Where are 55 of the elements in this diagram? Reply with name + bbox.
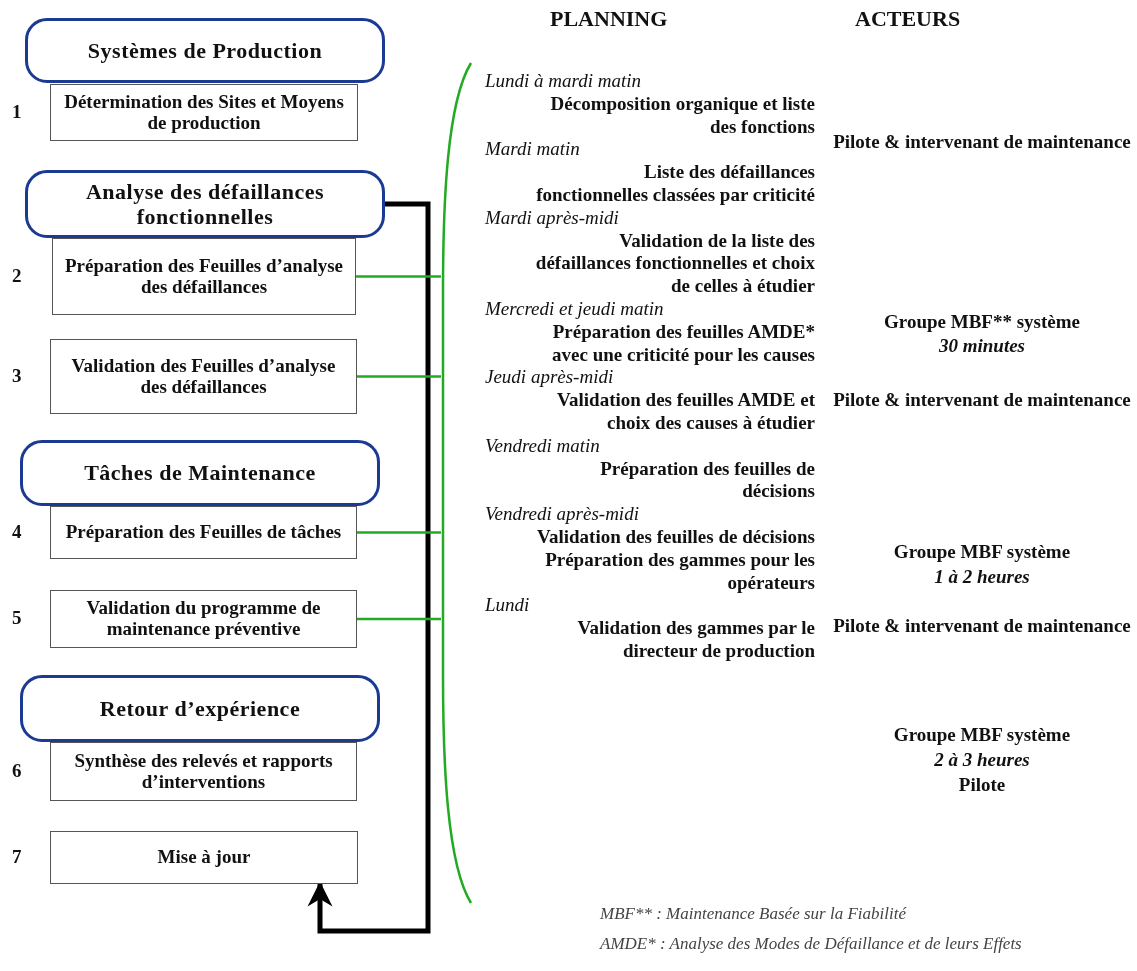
step-number: 3 [12,364,22,387]
step-number: 4 [12,520,22,543]
day-label: Vendredi après-midi [485,503,640,526]
step-number: 6 [12,759,22,782]
column-heading: PLANNING [550,6,668,32]
connector-line [357,375,441,378]
day-label: Jeudi après-midi [485,366,615,390]
duration-text: 1 à 2 heures [933,565,1031,589]
task-text: Validation des feuilles AMDE et choix des causes à étudier [556,389,815,435]
connector-line [357,531,441,534]
task-text: Validation des gammes par le directeur de production [576,617,815,663]
actor-text: Pilote & intervenant de maintenance [832,130,1132,154]
duration-text: 2 à 3 heures [933,748,1031,772]
actor-text: Groupe MBF** système [883,310,1081,334]
actor-text: Pilote & intervenant de maintenance [832,614,1132,638]
day-label: Mardi après-midi [485,206,620,230]
task-text: Validation de la liste des défaillances fonctionnelles et choix de celles à étudier [534,229,815,298]
footnote: MBF** : Maintenance Basée sur la Fiabilité [600,904,906,924]
day-label: Vendredi matin [485,434,601,458]
actor-text: Pilote [957,773,1007,797]
section-header: Tâches de Maintenance [20,440,380,506]
process-box: Détermination des Sites et Moyens de production [50,84,358,141]
section-header: Analyse des défaillances fonctionnelles [25,170,385,238]
actor-text: Groupe MBF système [892,723,1072,747]
task-text: Préparation des feuilles AMDE* avec une criticité pour les causes [551,320,815,367]
step-number: 2 [12,264,22,287]
duration-text: 30 minutes [937,334,1027,358]
connector-line [357,617,441,621]
task-text: Liste des défaillances fonctionnelles classées par criticité [535,161,815,207]
process-box: Validation du programme de maintenance préventive [50,590,357,648]
section-header: Systèmes de Production [25,18,385,83]
day-label: Lundi [485,594,531,618]
process-box: Préparation des Feuilles de tâches [50,506,357,559]
column-heading: ACTEURS [855,6,961,32]
process-box: Préparation des Feuilles d’analyse des défaillances [52,238,356,315]
curly-brace [441,62,473,904]
process-box: Synthèse des relevés et rapports d’interventions [50,742,357,801]
task-text: Validation des feuilles de décisions [536,525,815,549]
task-text: Décomposition organique et liste des fonctions [549,92,815,139]
actor-text: Pilote & intervenant de maintenance [832,388,1132,412]
section-header: Retour d’expérience [20,675,380,742]
step-number: 5 [12,607,22,629]
actor-text: Groupe MBF système [892,540,1072,564]
footnote: AMDE* : Analyse des Modes de Défaillance et de leurs Effets [600,934,1022,954]
day-label: Lundi à mardi matin [485,70,643,93]
process-box: Mise à jour [50,831,358,884]
step-number: 1 [12,100,22,123]
day-label: Mardi matin [485,138,581,162]
arrow [307,201,431,934]
connector-line [356,275,441,278]
day-label: Mercredi et jeudi matin [485,297,665,321]
task-text: Préparation des feuilles de décisions [599,457,815,504]
task-text: Préparation des gammes pour les opérateurs [544,548,815,595]
process-box: Validation des Feuilles d’analyse des défaillances [50,339,357,414]
step-number: 7 [12,845,22,868]
